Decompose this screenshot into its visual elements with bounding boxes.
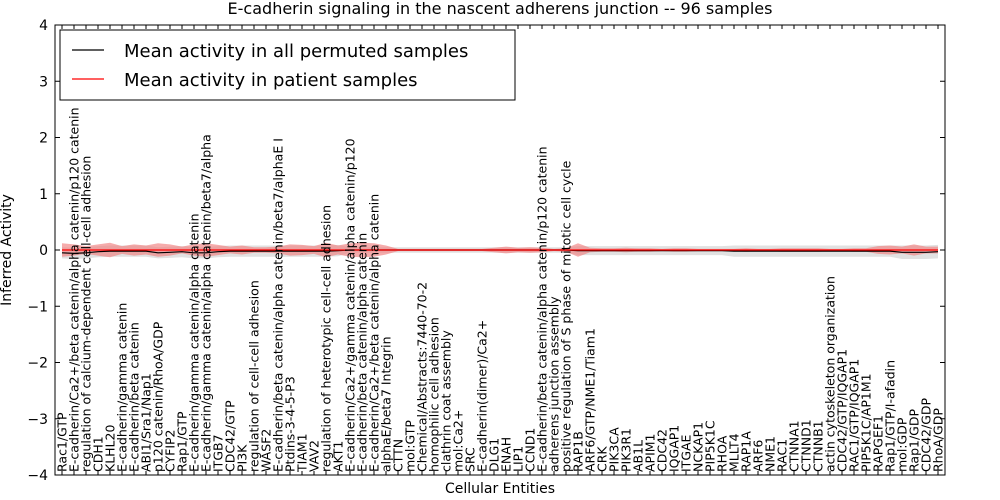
- x-tick-label: E-cadherin/beta catenin/alpha catenin: [355, 233, 370, 472]
- x-tick-label: homophilic cell adhesion: [427, 317, 442, 472]
- x-tick-label: PIP5K1C: [703, 420, 718, 472]
- x-tick-label: actin cytoskeleton organization: [823, 276, 838, 472]
- x-tick-label: mol:GDP: [895, 417, 910, 472]
- x-tick-label: RAC1: [775, 439, 790, 472]
- x-tick-label: regulation of heterotypic cell-cell adhe…: [319, 205, 334, 472]
- x-tick-label: CDC42: [655, 429, 670, 472]
- y-tick-label: −3: [27, 412, 48, 428]
- x-tick-label: CTNNA1: [787, 420, 802, 472]
- x-tick-label: E-cadherin/gamma catenin/alpha catenin/b…: [199, 134, 214, 472]
- x-tick-label: NCKAP1: [691, 422, 706, 472]
- x-tick-label: DLG1: [487, 438, 502, 472]
- x-tick-label: RAC1/GTP/IQGAP1: [847, 359, 862, 472]
- x-tick-label: E-cadherin/beta catenin/alpha catenin/be…: [271, 138, 286, 472]
- x-tick-label: adherens junction assembly: [547, 296, 562, 472]
- x-tick-label: CTNND1: [799, 419, 814, 472]
- chart-title: E-cadherin signaling in the nascent adhe…: [228, 0, 773, 18]
- x-tick-label: CCND1: [523, 428, 538, 472]
- x-tick-label: mol:Ca2+: [451, 410, 466, 472]
- x-tick-label: positive regulation of S phase of mitoti…: [559, 160, 574, 472]
- x-tick-label: APIM1: [643, 433, 658, 472]
- x-tick-label: mol:GTP: [403, 420, 418, 472]
- x-tick-label: ITGB7: [211, 434, 226, 472]
- x-tick-label: E-cadherin/gamma catenin: [115, 303, 130, 472]
- x-tick-label: ABI1/Sra1/Nap1: [139, 373, 154, 472]
- x-tick-label: ARF6/GTP/NME1/Tiam1: [583, 328, 598, 472]
- x-tick-label: CTNNB1: [811, 420, 826, 472]
- x-tick-label: alphaE/beta7 Integrin: [379, 336, 394, 472]
- legend-label-patient: Mean activity in patient samples: [124, 70, 418, 91]
- x-tick-label: LIP1: [511, 446, 526, 472]
- y-tick-label: 1: [39, 187, 48, 203]
- x-tick-label: SRC: [463, 447, 478, 472]
- x-tick-label: WASF2: [259, 429, 274, 472]
- x-tick-label: E-cadherin/Ca2+/gamma catenin/alpha cate…: [343, 138, 358, 472]
- x-tick-label: p120 catenin/RhoA/GDP: [151, 321, 166, 472]
- y-tick-label: 4: [39, 18, 48, 34]
- x-tick-label: Rap1/GTP: [175, 411, 190, 472]
- axis-ticks: −4 −3 −2 −1 0 1 2 3 4: [27, 18, 945, 484]
- x-tick-label: Rap1/GDP: [907, 409, 922, 472]
- x-tick-label: PIK3R1: [619, 428, 634, 472]
- y-tick-label: −4: [27, 468, 48, 484]
- x-tick-label: CDC42/GDP: [919, 397, 934, 472]
- x-tick-label: regulation of calcium-dependent cell-cel…: [79, 156, 94, 472]
- x-tick-label: NME1: [763, 436, 778, 472]
- x-tick-label: CDC42/GTP/IQGAP1: [835, 349, 850, 472]
- x-tick-label: IQGAP1: [667, 425, 682, 472]
- x-tick-label: clathrin coat assembly: [439, 330, 454, 472]
- x-tick-label: RAPGEF1: [871, 415, 886, 472]
- series-lines: [61, 249, 939, 255]
- x-tick-label: RAP1B: [571, 431, 586, 472]
- x-axis-label: Cellular Entities: [445, 481, 555, 497]
- x-tick-label: PI3K: [235, 444, 250, 472]
- x-tick-label: CYFIP2: [163, 429, 178, 472]
- legend-label-permuted: Mean activity in all permuted samples: [124, 41, 468, 62]
- x-tick-label: PIK3CA: [607, 427, 622, 472]
- x-tick-label: RAP1A: [739, 431, 754, 472]
- x-tick-label: RhoA/GDP: [931, 408, 946, 472]
- x-tick-label: ITGAE: [679, 434, 694, 472]
- x-tick-label: KLHL20: [103, 425, 118, 472]
- x-tick-label: AKT1: [331, 441, 346, 472]
- x-tick-label: ENAH: [499, 437, 514, 472]
- legend: Mean activity in all permuted samples Me…: [59, 29, 516, 101]
- x-tick-label: VAV2: [307, 440, 322, 472]
- x-tick-label: RHOA: [715, 435, 730, 472]
- x-tick-label: E-cadherin/Ca2+/beta catenin/alpha caten…: [67, 107, 82, 472]
- x-tick-label: CRK: [595, 446, 610, 472]
- x-tick-label: E-cadherin/beta catenin: [127, 322, 142, 472]
- y-tick-label: 0: [39, 243, 48, 259]
- x-tick-label: AB1L: [631, 440, 646, 472]
- x-tick-label: ARF6: [751, 440, 766, 472]
- x-tick-label: E-cadherin/gamma catenin/alpha catenin: [187, 213, 202, 472]
- x-tick-label: Rap1/GTP/I-afadin: [883, 360, 898, 472]
- legend-box: [59, 29, 516, 101]
- x-tick-label: PIP5K1C/AP1M1: [859, 373, 874, 472]
- y-tick-label: −1: [27, 299, 48, 315]
- y-tick-label: −2: [27, 356, 48, 372]
- x-tick-label: E-cadherin/beta catenin/alpha catenin/p1…: [535, 146, 550, 472]
- x-tick-label: Chemical/Abstracts:7440-70-2: [415, 282, 430, 472]
- x-tick-label: Ptdins-3-4-5-P3: [283, 376, 298, 472]
- x-tick-label: regulation of cell-cell adhesion: [247, 280, 262, 472]
- x-tick-label: E-cadherin(dimer)/Ca2+: [475, 320, 490, 472]
- y-tick-label: 3: [39, 74, 48, 90]
- y-tick-label: 2: [39, 131, 48, 147]
- x-tick-label: E-cadherin/Ca2+/beta catenin/alpha caten…: [367, 194, 382, 472]
- plot-frame: [54, 24, 946, 476]
- x-tick-label: Rac1/GTP: [55, 412, 70, 472]
- x-tick-label: CDC42/GTP: [223, 400, 238, 472]
- x-tick-label: MLLT4: [727, 433, 742, 472]
- y-axis-label: Inferred Activity: [0, 194, 15, 306]
- x-tick-label: CTTN: [391, 439, 406, 472]
- x-tick-label: TIAM1: [295, 433, 310, 473]
- x-tick-label: CDH1: [91, 436, 106, 472]
